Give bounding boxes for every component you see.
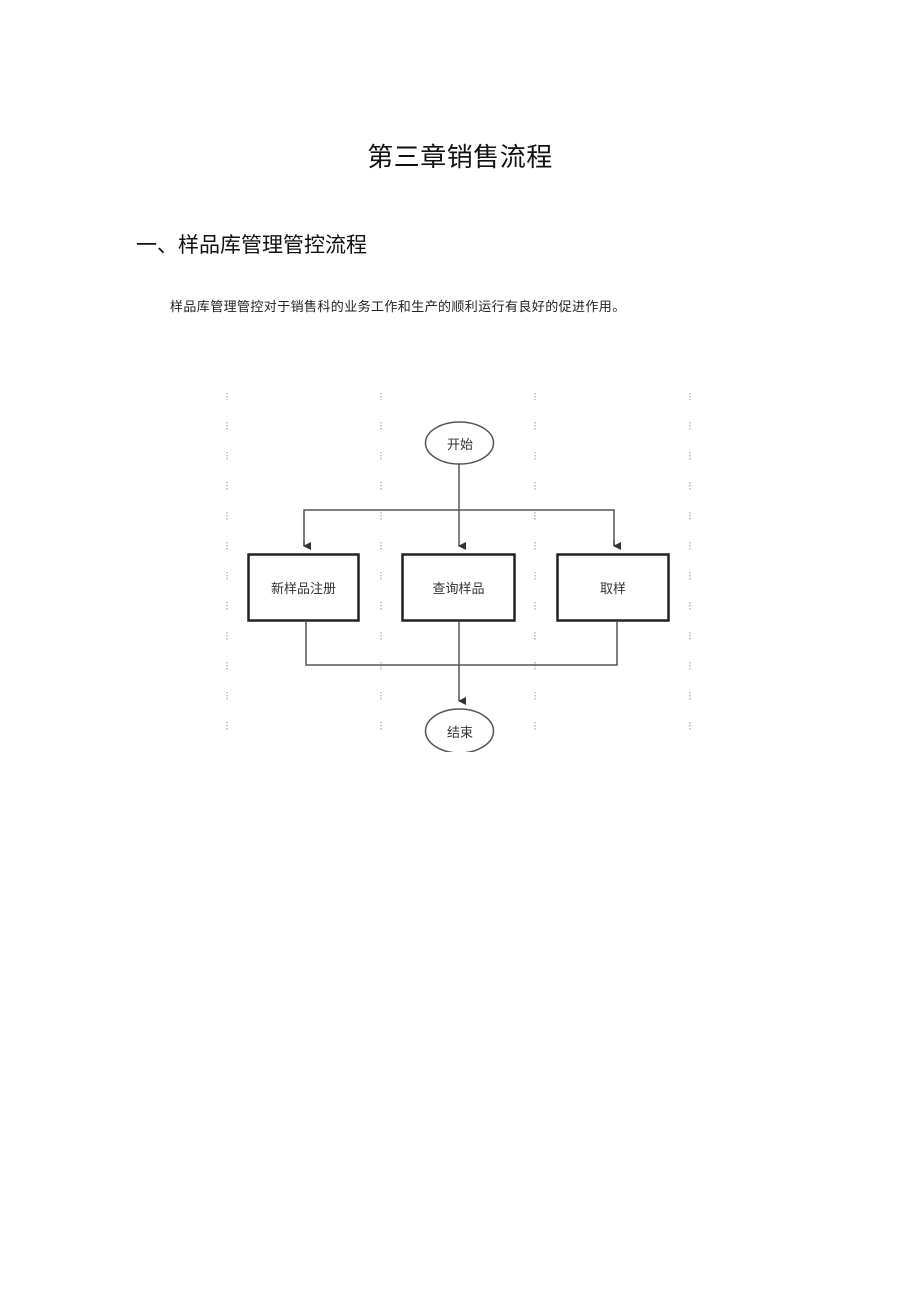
connectors-bottom xyxy=(305,622,618,705)
body-paragraph: 样品库管理管控对于销售科的业务工作和生产的顺利运行有良好的促进作用。 xyxy=(170,300,626,315)
step-box-2 xyxy=(401,553,516,622)
connectors-top xyxy=(303,464,621,550)
chapter-title: 第三章销售流程 xyxy=(367,143,553,173)
step-box-1 xyxy=(247,553,360,622)
step-label-query-sample: 查询样品 xyxy=(432,582,485,597)
start-node-shape xyxy=(424,421,495,465)
start-node-label: 开始 xyxy=(446,438,473,453)
section-heading: 一、样品库管理管控流程 xyxy=(136,233,367,257)
step-label-take-sample: 取样 xyxy=(599,582,626,597)
step-label-new-sample-registration: 新样品注册 xyxy=(270,582,336,597)
step-box-3 xyxy=(556,553,670,622)
end-node-shape xyxy=(424,708,495,752)
end-node-label: 结束 xyxy=(446,726,473,741)
lane-guide-markers xyxy=(226,393,691,730)
